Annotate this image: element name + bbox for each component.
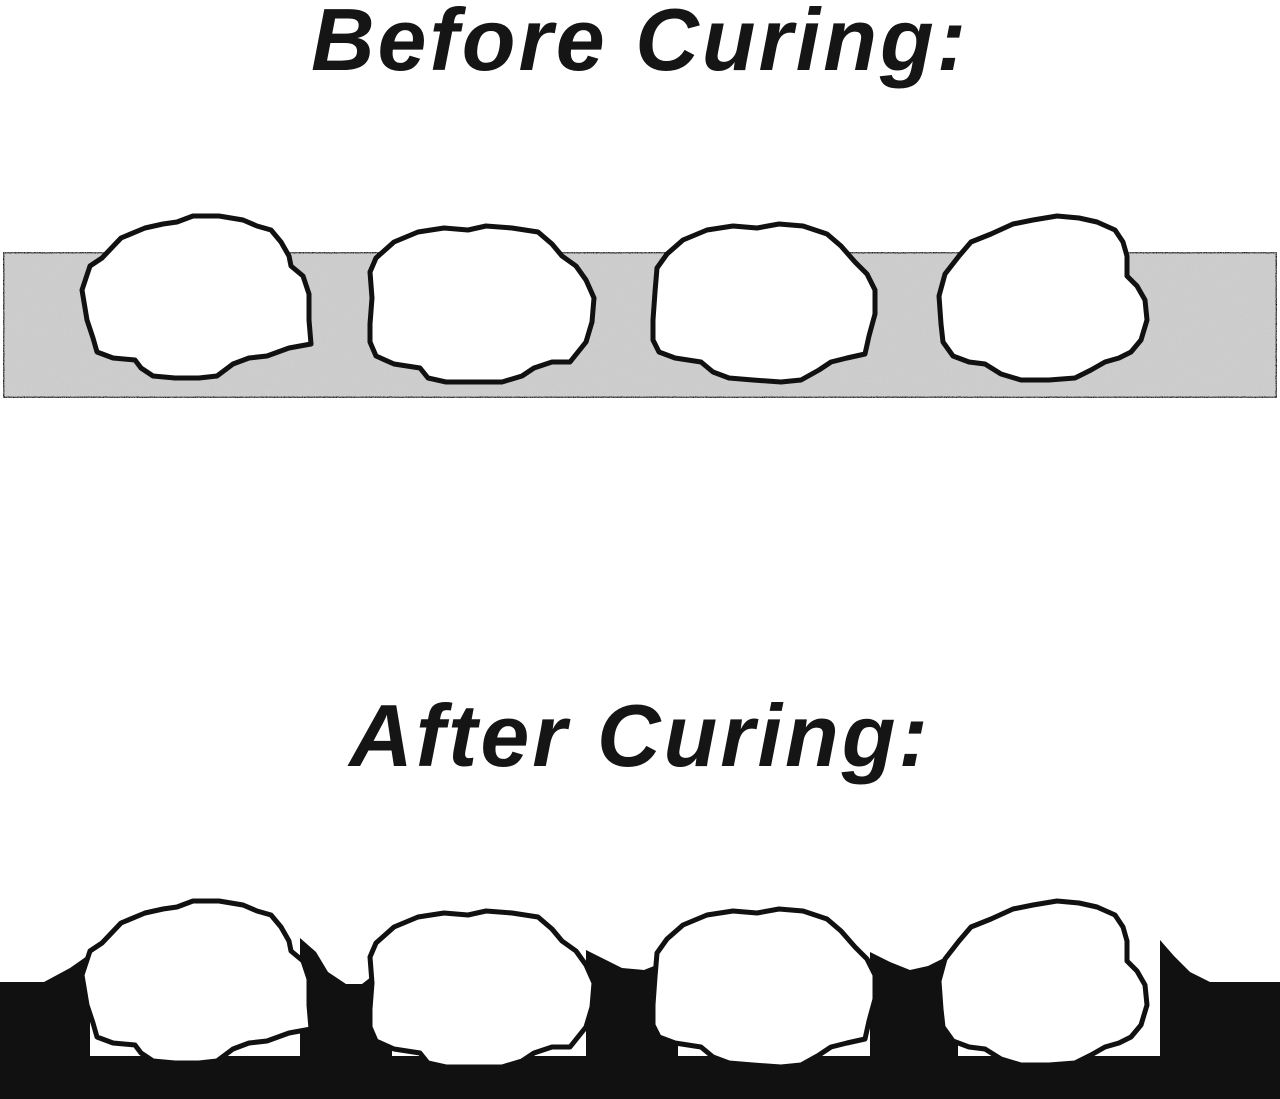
pellet-after-3 — [653, 909, 875, 1067]
pellet-before-4 — [939, 216, 1147, 380]
after-curing-title: After Curing: — [349, 686, 931, 785]
before-curing-panel — [1, 216, 1279, 400]
pellet-before-1 — [82, 216, 311, 378]
pellet-after-1 — [82, 901, 311, 1063]
after-curing-panel — [0, 901, 1280, 1099]
pellet-before-3 — [653, 224, 875, 382]
pellet-after-4 — [939, 901, 1147, 1065]
pellet-before-2 — [370, 226, 594, 382]
pellet-after-2 — [370, 911, 594, 1067]
before-curing-title: Before Curing: — [311, 0, 969, 89]
